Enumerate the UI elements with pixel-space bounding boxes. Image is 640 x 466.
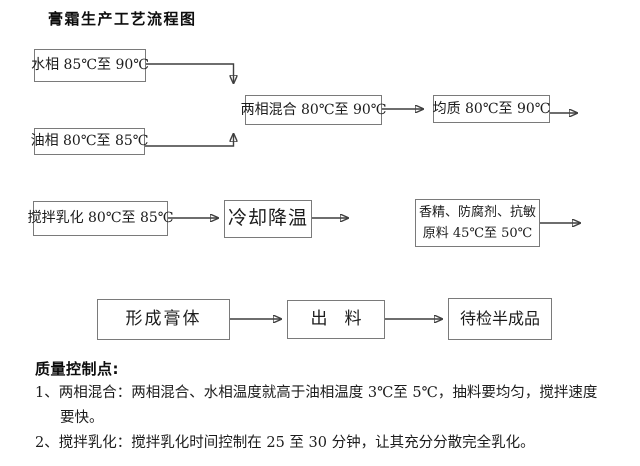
item-number: 1、 — [35, 385, 59, 401]
quality-control-list: 1、两相混合：两相混合、水相温度就高于油相温度 3℃至 5℃，抽料要均匀，搅拌速… — [35, 381, 607, 456]
connector-oil-to-mix — [145, 134, 234, 147]
item-number: 2、 — [35, 435, 59, 451]
flow-box-stir-emulsify: 搅拌乳化 80℃至 85℃ — [28, 201, 173, 236]
flow-box-discharge: 出 料 — [287, 300, 385, 339]
quality-control-item: 1、两相混合：两相混合、水相温度就高于油相温度 3℃至 5℃，抽料要均匀，搅拌速… — [35, 381, 607, 431]
connector-water-to-mix — [146, 63, 234, 83]
flow-box-cooling: 冷却降温 — [224, 200, 312, 238]
item-text: 搅拌乳化：搅拌乳化时间控制在 25 至 30 分钟，让其充分分散完全乳化。 — [58, 435, 535, 451]
item-text: 两相混合：两相混合、水相温度就高于油相温度 3℃至 5℃，抽料要均匀，搅拌速度要… — [58, 385, 598, 426]
flow-box-water-phase: 水相 85℃至 90℃ — [31, 49, 149, 82]
flow-box-additives-line1: 香精、防腐剂、抗敏 — [418, 205, 536, 220]
flow-box-homogenize: 均质 80℃至 90℃ — [433, 95, 550, 123]
flow-box-additives: 香精、防腐剂、抗敏 原料 45℃至 50℃ — [415, 199, 540, 247]
flow-box-two-phase-mixing: 两相混合 80℃至 90℃ — [241, 95, 386, 125]
quality-control-heading: 质量控制点: — [35, 360, 119, 378]
quality-control-item: 2、搅拌乳化：搅拌乳化时间控制在 25 至 30 分钟，让其充分分散完全乳化。 — [35, 431, 607, 456]
page-title: 膏霜生产工艺流程图 — [48, 10, 197, 28]
flow-box-oil-phase: 油相 80℃至 85℃ — [31, 128, 148, 155]
flow-box-form-paste: 形成膏体 — [97, 299, 230, 340]
flow-box-semi-finished: 待检半成品 — [448, 298, 552, 340]
flow-box-additives-line2: 原料 45℃至 50℃ — [422, 226, 533, 241]
